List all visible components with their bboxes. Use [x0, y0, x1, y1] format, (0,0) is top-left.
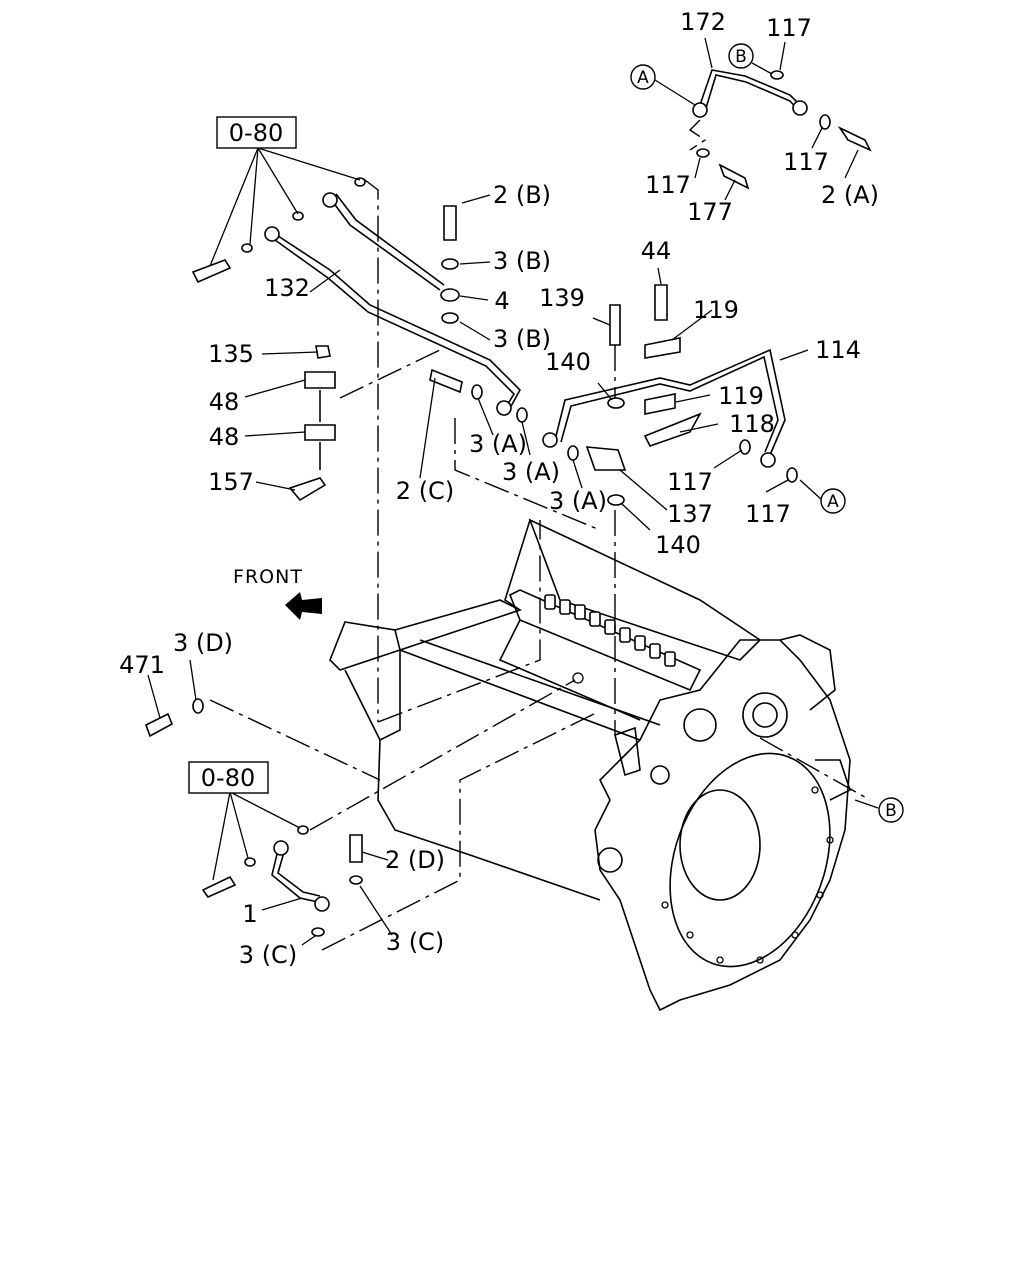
- label-471: 471: [119, 651, 165, 679]
- label-2a: 2 (A): [821, 181, 879, 209]
- circle-ref-b-top: B: [728, 43, 754, 69]
- label-117-left: 117: [645, 171, 691, 199]
- callout-lines: [147, 37, 879, 946]
- label-140-1: 140: [545, 348, 591, 376]
- ref-box-top: 0-80: [216, 116, 297, 149]
- ref-box-bottom: 0-80: [188, 761, 269, 794]
- label-3a-2: 3 (A): [502, 458, 560, 486]
- injector-nozzles: [544, 594, 676, 667]
- label-2d: 2 (D): [385, 846, 445, 874]
- label-135: 135: [208, 340, 254, 368]
- label-3c-1: 3 (C): [239, 941, 297, 969]
- label-114: 114: [815, 336, 861, 364]
- label-3a-1: 3 (A): [469, 430, 527, 458]
- label-117-r1: 117: [667, 468, 713, 496]
- label-3a-3: 3 (A): [549, 487, 607, 515]
- label-48-1: 48: [209, 388, 240, 416]
- pipe-132-assembly: [191, 177, 521, 416]
- circle-ref-b-right-label: B: [885, 801, 897, 821]
- front-arrow-icon: [285, 592, 322, 620]
- label-3b-1: 3 (B): [493, 247, 551, 275]
- clamp-stack: [288, 345, 336, 502]
- pipe-1-assembly: [145, 698, 363, 937]
- circle-ref-a-top: A: [630, 64, 656, 90]
- label-157: 157: [208, 468, 254, 496]
- circle-ref-b-right: B: [878, 797, 904, 823]
- label-172: 172: [680, 8, 726, 36]
- circle-ref-b-top-label: B: [735, 47, 747, 67]
- label-119-2: 119: [718, 382, 764, 410]
- circle-ref-a-right: A: [820, 488, 846, 514]
- circle-ref-a-top-label: A: [637, 68, 649, 88]
- label-139: 139: [539, 284, 585, 312]
- label-132: 132: [264, 274, 310, 302]
- label-2c: 2 (C): [396, 477, 454, 505]
- ref-box-top-label: 0-80: [229, 119, 283, 147]
- front-label: FRONT: [233, 566, 303, 588]
- pipe-172-assembly: [692, 69, 872, 190]
- label-117-r2: 117: [745, 500, 791, 528]
- label-177: 177: [687, 198, 733, 226]
- label-117-top: 117: [766, 14, 812, 42]
- label-3d: 3 (D): [173, 629, 233, 657]
- label-4: 4: [494, 287, 509, 315]
- engine-block: [329, 518, 851, 1012]
- label-48-2: 48: [209, 423, 240, 451]
- label-1: 1: [242, 900, 257, 928]
- part-labels: 172 117 117 117 2 (A) 177 2 (B) 3 (B) 4 …: [119, 8, 879, 969]
- pipe-114-assembly: [516, 284, 798, 506]
- label-118: 118: [729, 410, 775, 438]
- label-119-1: 119: [693, 296, 739, 324]
- label-44: 44: [641, 237, 672, 265]
- label-3b-2: 3 (B): [493, 325, 551, 353]
- ref-box-bottom-label: 0-80: [201, 764, 255, 792]
- label-140-2: 140: [655, 531, 701, 559]
- label-3c-2: 3 (C): [386, 928, 444, 956]
- label-2b: 2 (B): [493, 181, 551, 209]
- label-117-mid: 117: [783, 148, 829, 176]
- leader-lines: [209, 119, 871, 951]
- circle-ref-a-right-label: A: [827, 492, 839, 512]
- label-137: 137: [667, 500, 713, 528]
